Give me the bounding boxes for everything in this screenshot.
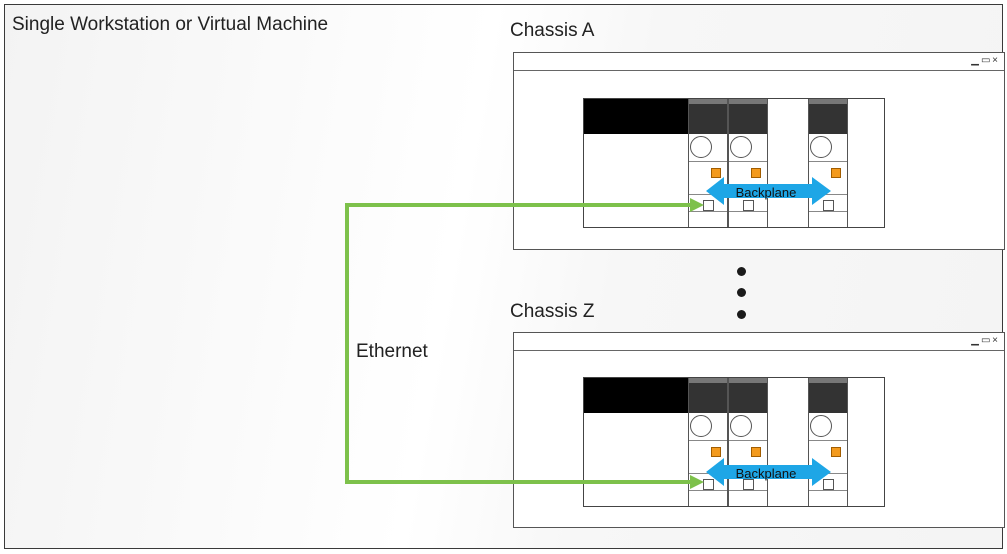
status-circle-icon — [690, 415, 712, 437]
maximize-icon[interactable]: ▭ — [981, 335, 991, 346]
controller-module — [584, 378, 688, 506]
close-icon[interactable]: × — [992, 55, 998, 66]
status-circle-icon — [810, 136, 832, 158]
port-icon — [743, 479, 754, 490]
minimize-icon[interactable]: ▁ — [971, 55, 979, 66]
status-led-icon — [711, 447, 721, 457]
controller-module — [584, 99, 688, 227]
ethernet-arrowhead-a — [690, 198, 704, 212]
chassis-z-title: Chassis Z — [510, 301, 595, 322]
chassis-a-title: Chassis A — [510, 20, 595, 41]
status-led-icon — [831, 168, 841, 178]
window-titlebar: ▁ ▭ × — [514, 333, 1004, 351]
chassis-z-window: ▁ ▭ × — [513, 332, 1005, 528]
backplane-arrow-a — [706, 177, 831, 205]
ellipsis-dot — [737, 288, 746, 297]
io-module — [808, 378, 848, 506]
window-titlebar: ▁ ▭ × — [514, 53, 1004, 71]
window-controls: ▁ ▭ × — [971, 54, 999, 68]
ethernet-arrowhead-z — [690, 475, 704, 489]
ellipsis-dot — [737, 310, 746, 319]
window-controls: ▁ ▭ × — [971, 334, 999, 348]
status-circle-icon — [730, 136, 752, 158]
status-led-icon — [831, 447, 841, 457]
workstation-title: Single Workstation or Virtual Machine — [12, 14, 329, 35]
status-led-icon — [711, 168, 721, 178]
port-icon — [823, 200, 834, 211]
status-led-icon — [751, 447, 761, 457]
io-module — [728, 378, 768, 506]
backplane-label-a: Backplane — [735, 185, 797, 200]
status-circle-icon — [690, 136, 712, 158]
minimize-icon[interactable]: ▁ — [971, 335, 979, 346]
backplane-arrow-z — [706, 458, 831, 486]
ethernet-line — [345, 203, 700, 484]
backplane-label-z: Backplane — [735, 466, 797, 481]
status-circle-icon — [730, 415, 752, 437]
port-icon — [743, 200, 754, 211]
port-icon — [823, 479, 834, 490]
port-icon — [703, 479, 714, 490]
io-module — [688, 378, 728, 506]
io-module — [688, 99, 728, 227]
ethernet-label: Ethernet — [356, 341, 428, 362]
chassis-rack — [583, 377, 885, 507]
status-circle-icon — [810, 415, 832, 437]
port-icon — [703, 200, 714, 211]
close-icon[interactable]: × — [992, 335, 998, 346]
ellipsis-dot — [737, 267, 746, 276]
maximize-icon[interactable]: ▭ — [981, 55, 991, 66]
status-led-icon — [751, 168, 761, 178]
io-module — [808, 99, 848, 227]
